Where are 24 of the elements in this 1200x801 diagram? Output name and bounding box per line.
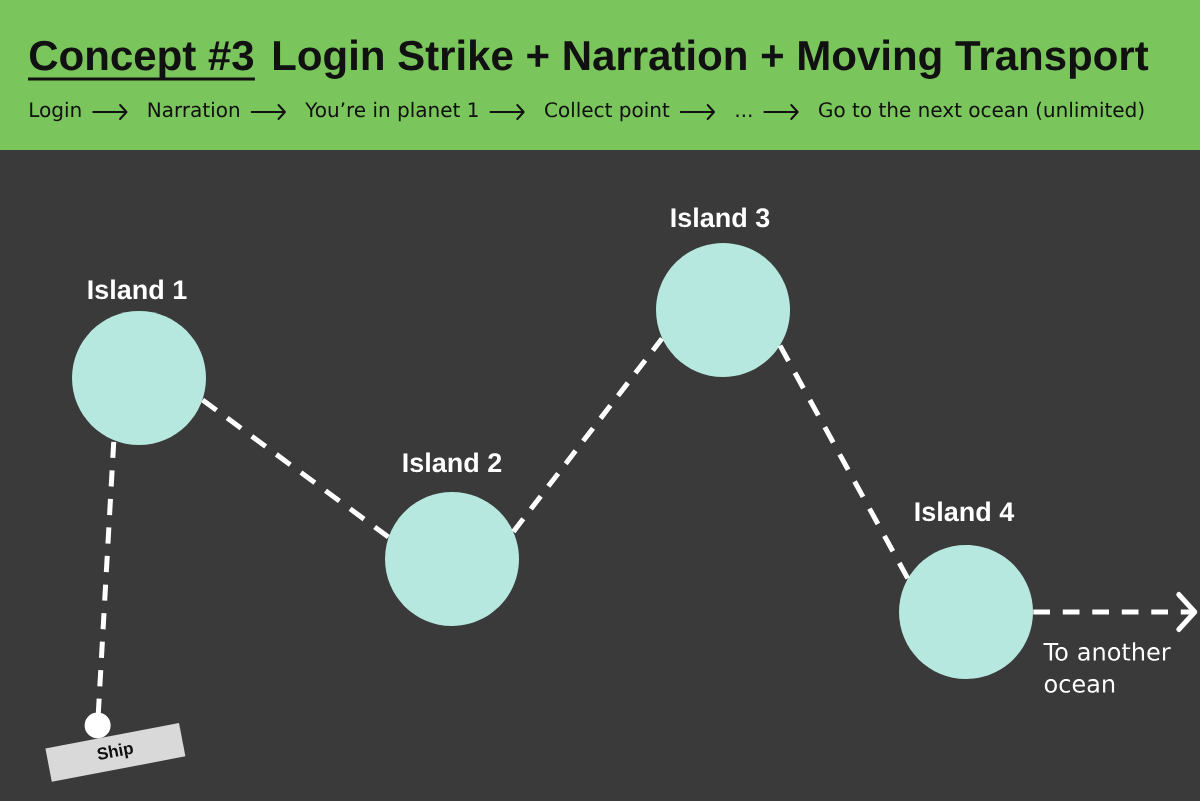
island-label: Island 4 [915, 501, 1015, 522]
flow-step-label: You’re in planet 1 [305, 101, 478, 122]
arrow [762, 104, 799, 120]
flow-step-label: ... [736, 114, 752, 117]
dashed-connector [511, 336, 665, 534]
island-label: Island 2 [403, 452, 502, 473]
flow-step-label: Go to the next ocean (unlimited) [819, 101, 1144, 120]
dashed-arrow [1033, 592, 1198, 632]
title: Login Strike + Narration + Moving Transport [274, 39, 1149, 79]
arrow [249, 104, 286, 120]
arrow [488, 104, 525, 120]
flow-step-label: Login [30, 101, 81, 122]
island-label: Island 1 [88, 279, 187, 300]
arrow [679, 104, 716, 120]
underlined-heading: Concept #3 [28, 40, 255, 81]
flow-step-label: Collect point [545, 101, 670, 122]
flow-step-label: Narration [148, 101, 239, 118]
dashed-dot-connector [84, 440, 117, 739]
ship-box: Ship [45, 722, 186, 782]
dashed-connector [201, 397, 390, 540]
edge-label: To another ocean [1043, 642, 1171, 693]
island-label: Island 3 [671, 207, 770, 228]
dashed-connector [777, 344, 910, 580]
arrow [91, 104, 128, 120]
